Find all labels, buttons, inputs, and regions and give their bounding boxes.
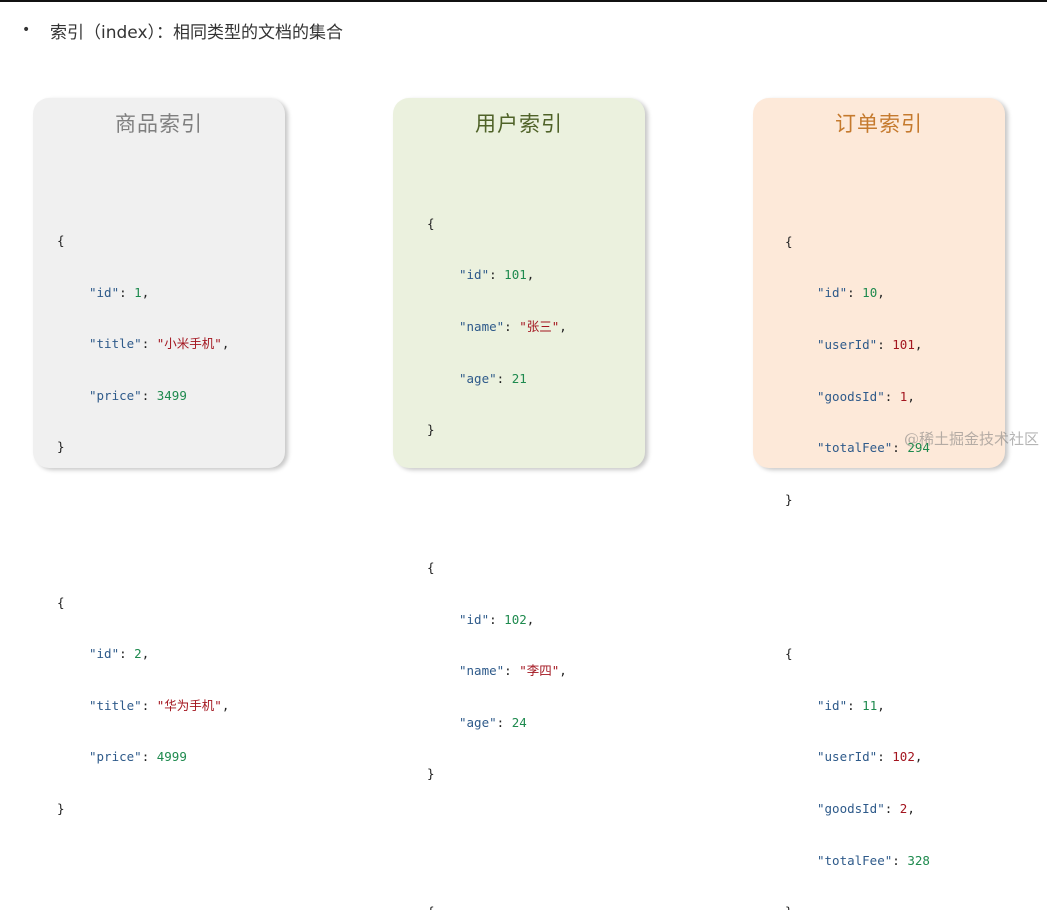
json-document: { "id": 1, "title": "小米手机", "price": 349… <box>57 233 230 455</box>
json-document: { "id": 11, "userId": 102, "goodsId": 2,… <box>785 646 930 910</box>
watermark: @稀土掘金技术社区 <box>903 430 1039 448</box>
json-document: { "id": 102, "name": "李四", "age": 24 } <box>427 560 567 782</box>
order-index-docs: { "id": 10, "userId": 101, "goodsId": 1,… <box>785 164 930 910</box>
goods-index-title: 商品索引 <box>115 112 203 136</box>
goods-index-card: 商品索引 { "id": 1, "title": "小米手机", "price"… <box>33 98 285 816</box>
order-index-title: 订单索引 <box>835 112 923 136</box>
order-index-card: 订单索引 { "id": 10, "userId": 101, "goodsId… <box>753 98 1005 910</box>
heading-text: 索引（index）：相同类型的文档的集合 <box>50 22 344 43</box>
json-document: { "id": 2, "title": "华为手机", "price": 499… <box>57 594 230 816</box>
user-index-title: 用户索引 <box>475 112 563 136</box>
user-index-card: 用户索引 { "id": 101, "name": "张三", "age": 2… <box>393 98 645 910</box>
user-index-docs: { "id": 101, "name": "张三", "age": 21 } {… <box>427 146 567 910</box>
json-document: { "id": 101, "name": "张三", "age": 21 } <box>427 215 567 438</box>
top-rule <box>0 0 1047 2</box>
bullet-icon: • <box>22 22 31 38</box>
heading-line: • 索引（index）：相同类型的文档的集合 <box>22 17 343 43</box>
json-document: { "id": 103, "name": "麻子", "age": 18 } <box>427 869 567 910</box>
json-document: { "id": 10, "userId": 101, "goodsId": 1,… <box>785 233 930 507</box>
goods-index-docs: { "id": 1, "title": "小米手机", "price": 349… <box>57 146 229 910</box>
